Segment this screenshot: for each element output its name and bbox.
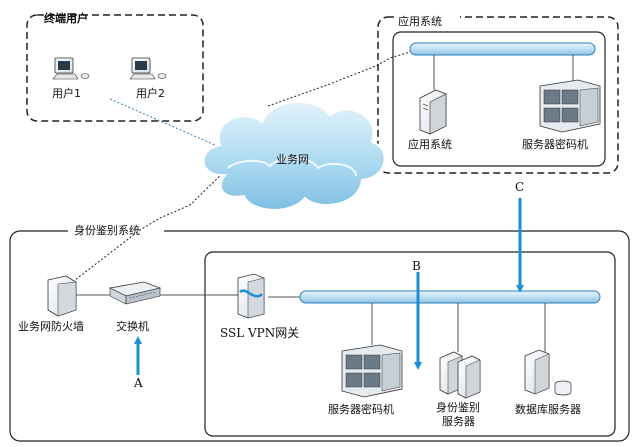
- db-server-label: 数据库服务器: [515, 402, 581, 416]
- user1-label: 用户1: [52, 86, 81, 100]
- auth-server-label-line2: 服务器: [442, 415, 475, 428]
- user2-label: 用户2: [136, 86, 165, 100]
- ssl-vpn-label: SSL VPN网关: [220, 326, 299, 340]
- switch-icon: [108, 281, 162, 305]
- identity-system-group: [9, 230, 630, 442]
- app-system-title: 应用系统: [398, 14, 442, 28]
- computer-icon: [52, 57, 90, 80]
- end-users-title: 终端用户: [44, 11, 88, 25]
- server-tower-icon: [419, 89, 447, 135]
- vpn-gateway-icon: [237, 273, 265, 319]
- server-crypto-bottom-label: 服务器密码机: [328, 402, 394, 416]
- arrow-a-label: A: [133, 376, 143, 390]
- cloud-to-firewall-link: [61, 167, 229, 291]
- firewall-icon: [47, 275, 77, 317]
- computer-icon: [129, 57, 167, 80]
- identity-inner-box: [204, 251, 616, 437]
- server-rack-icon: [341, 344, 403, 398]
- app-system-group: [377, 16, 619, 174]
- server-tower-icon: [439, 351, 481, 399]
- arrow-c-label: C: [515, 180, 524, 194]
- server-crypto-top-label: 服务器密码机: [522, 137, 588, 151]
- server-rack-icon: [539, 79, 601, 133]
- identity-system-title: 身份鉴别系统: [74, 223, 140, 237]
- database-server-icon: [524, 349, 572, 396]
- app-server-label: 应用系统: [408, 137, 452, 151]
- end-users-group: [26, 14, 204, 122]
- users-to-cloud-link: [109, 98, 216, 146]
- firewall-label: 业务网防火墙: [18, 319, 84, 333]
- app-bus: [409, 42, 596, 56]
- cloud-to-app-link: [267, 51, 411, 107]
- identity-bus: [299, 290, 601, 304]
- auth-server-label-line1: 身份鉴别: [436, 400, 480, 414]
- cloud-icon: [202, 100, 386, 211]
- arrow-b-label: B: [412, 259, 421, 273]
- cloud-label: 业务网: [276, 153, 309, 166]
- switch-label: 交换机: [116, 319, 149, 333]
- app-system-inner-box: [392, 31, 606, 167]
